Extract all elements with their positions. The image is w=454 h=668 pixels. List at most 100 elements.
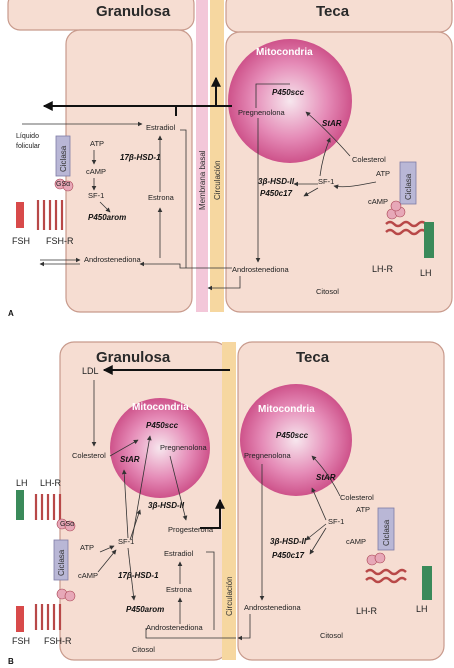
lh-right-bar xyxy=(422,566,432,600)
p450scc-gran-label: P450scc xyxy=(146,421,179,430)
hsd1-b-label: 17β-HSD-1 xyxy=(118,571,159,580)
estrona-b-label: Estrona xyxy=(166,585,193,594)
citosol-teca-label: Citosol xyxy=(316,287,339,296)
mitocondria-teca-label: Mitocondria xyxy=(258,404,315,415)
gs-b-2 xyxy=(64,520,76,532)
arrow-sf1-p450arom xyxy=(127,547,136,601)
gs-teca-b-2 xyxy=(374,552,386,564)
arrow-andro-circ xyxy=(207,276,241,291)
lh-r-right-coils-2 xyxy=(365,576,407,584)
androstenediona-teca-label: Androstenediona xyxy=(232,265,290,274)
ciclasa-b-label: Ciclasa xyxy=(57,549,66,576)
fsh-hormone-bar xyxy=(16,202,24,228)
ciclasa-gran-label: Ciclasa xyxy=(59,145,68,172)
atp-teca-b-label: ATP xyxy=(356,505,370,514)
atp-teca-label: ATP xyxy=(376,169,390,178)
fsh-label: FSH xyxy=(12,236,30,246)
arrow-colesterol-mito xyxy=(305,111,351,157)
mitocondria-gran-label: Mitocondria xyxy=(132,402,189,413)
granulosa-title-b: Granulosa xyxy=(96,349,171,366)
p450scc-teca-label: P450scc xyxy=(276,431,309,440)
citosol-gran-label: Citosol xyxy=(132,645,155,654)
mitochondria-b-teca xyxy=(240,384,352,496)
hsd-ii-gran-label: 3β-HSD-II xyxy=(148,501,185,510)
lh-receptor-coils-2 xyxy=(385,228,427,236)
lh-label: LH xyxy=(420,268,432,278)
pregnenolona-gran-label: Pregnenolona xyxy=(160,443,208,452)
camp-teca-label: cAMP xyxy=(368,197,388,206)
lh-left-label: LH xyxy=(16,478,28,488)
panel-a-letter: A xyxy=(8,309,14,318)
citosol-teca-b-label: Citosol xyxy=(320,631,343,640)
arrow-estradiol-loop xyxy=(180,129,187,268)
ciclasa-gran-box xyxy=(55,135,71,177)
sf1-teca-b-label: SF-1 xyxy=(328,517,344,526)
circulacion-label-b: Circulación xyxy=(225,576,234,616)
sf1-gran-label: SF-1 xyxy=(88,191,104,200)
lh-hormone-bar xyxy=(424,222,434,258)
granulosa-cell-a xyxy=(65,29,193,313)
ciclasa-b-box xyxy=(53,539,69,581)
gsa-label: GSα xyxy=(56,181,70,188)
fsh-receptor-coils xyxy=(36,200,64,230)
teca-title-b: Teca xyxy=(296,349,330,366)
ciclasa-teca-b-label: Ciclasa xyxy=(382,519,391,546)
hsd-ii-label: 3β-HSD-II xyxy=(258,177,295,186)
arrow-teca-andro-gran xyxy=(145,628,236,639)
gsa-b-label: GSα xyxy=(60,521,74,528)
ciclasa-teca-box xyxy=(399,161,417,205)
colesterol-gran-label: Colesterol xyxy=(72,451,106,460)
arrow-andro-teca-circ-b xyxy=(237,614,251,641)
arrow-sf1-p450c17-teca-b xyxy=(309,527,327,555)
hsd-ii-teca-b-label: 3β-HSD-II xyxy=(270,537,307,546)
mitochondria-b-gran xyxy=(110,398,210,498)
lh-r-right-label: LH-R xyxy=(356,606,378,616)
mitochondria-a xyxy=(228,39,352,163)
folicular-label: folicular xyxy=(16,143,41,150)
ldl-label: LDL xyxy=(82,366,99,376)
hsd1-label: 17β-HSD-1 xyxy=(120,153,161,162)
fsh-b-bar xyxy=(16,606,24,632)
fsh-r-b-coils xyxy=(34,604,62,630)
arrow-atp-camp xyxy=(333,181,377,190)
camp-gran-label: cAMP xyxy=(86,167,106,176)
star-teca-label: StAR xyxy=(316,473,336,482)
fsh-b-label: FSH xyxy=(12,636,30,646)
lh-receptor-coils xyxy=(385,220,427,228)
p450scc-label: P450scc xyxy=(272,88,305,97)
camp-teca-b-label: cAMP xyxy=(346,537,366,546)
lh-left-bar xyxy=(16,490,24,520)
panel-b: Granulosa Teca Mitocondria P450scc Pregn… xyxy=(8,341,445,666)
lh-r-left-label: LH-R xyxy=(40,478,62,488)
p450arom-b-label: P450arom xyxy=(126,605,164,614)
panel-a: Granulosa Teca Mitocondria P450scc Pregn… xyxy=(7,0,453,318)
liquido-label: Líquido xyxy=(16,133,39,140)
fsh-r-b-label: FSH-R xyxy=(44,636,72,646)
teca-title: Teca xyxy=(316,3,350,20)
fsh-r-label: FSH-R xyxy=(46,236,74,246)
granulosa-title: Granulosa xyxy=(96,3,171,20)
star-label: StAR xyxy=(322,119,342,128)
gs-teca-3 xyxy=(390,200,402,212)
gs-fsh-2 xyxy=(64,590,76,602)
lh-r-left-coils xyxy=(34,494,62,520)
arrow-atp-sf1-b xyxy=(99,545,115,553)
arrow-p450scc-loop xyxy=(255,83,290,108)
gs-gran-2 xyxy=(62,180,74,192)
arrow-col-mito-teca-b xyxy=(311,455,341,497)
arrow-andro-teca-gran xyxy=(139,261,232,269)
star-gran-label: StAR xyxy=(120,455,140,464)
colesterol-teca-b-label: Colesterol xyxy=(340,493,374,502)
circulacion-label-a: Circulación xyxy=(213,160,222,200)
membrana-basal-band xyxy=(196,0,208,312)
p450c17-b-label: P450c17 xyxy=(272,551,305,560)
panel-b-letter: B xyxy=(8,657,14,666)
atp-gran-label: ATP xyxy=(90,139,104,148)
arrow-sf1-star xyxy=(319,137,331,177)
pregnenolona-teca-label: Pregnenolona xyxy=(244,451,292,460)
arrow-sf1-star xyxy=(121,469,129,539)
p450arom-label: P450arom xyxy=(88,213,126,222)
arrow-sf1-p450c17 xyxy=(303,187,319,197)
arrow-sf1-star-teca-b xyxy=(311,487,327,521)
